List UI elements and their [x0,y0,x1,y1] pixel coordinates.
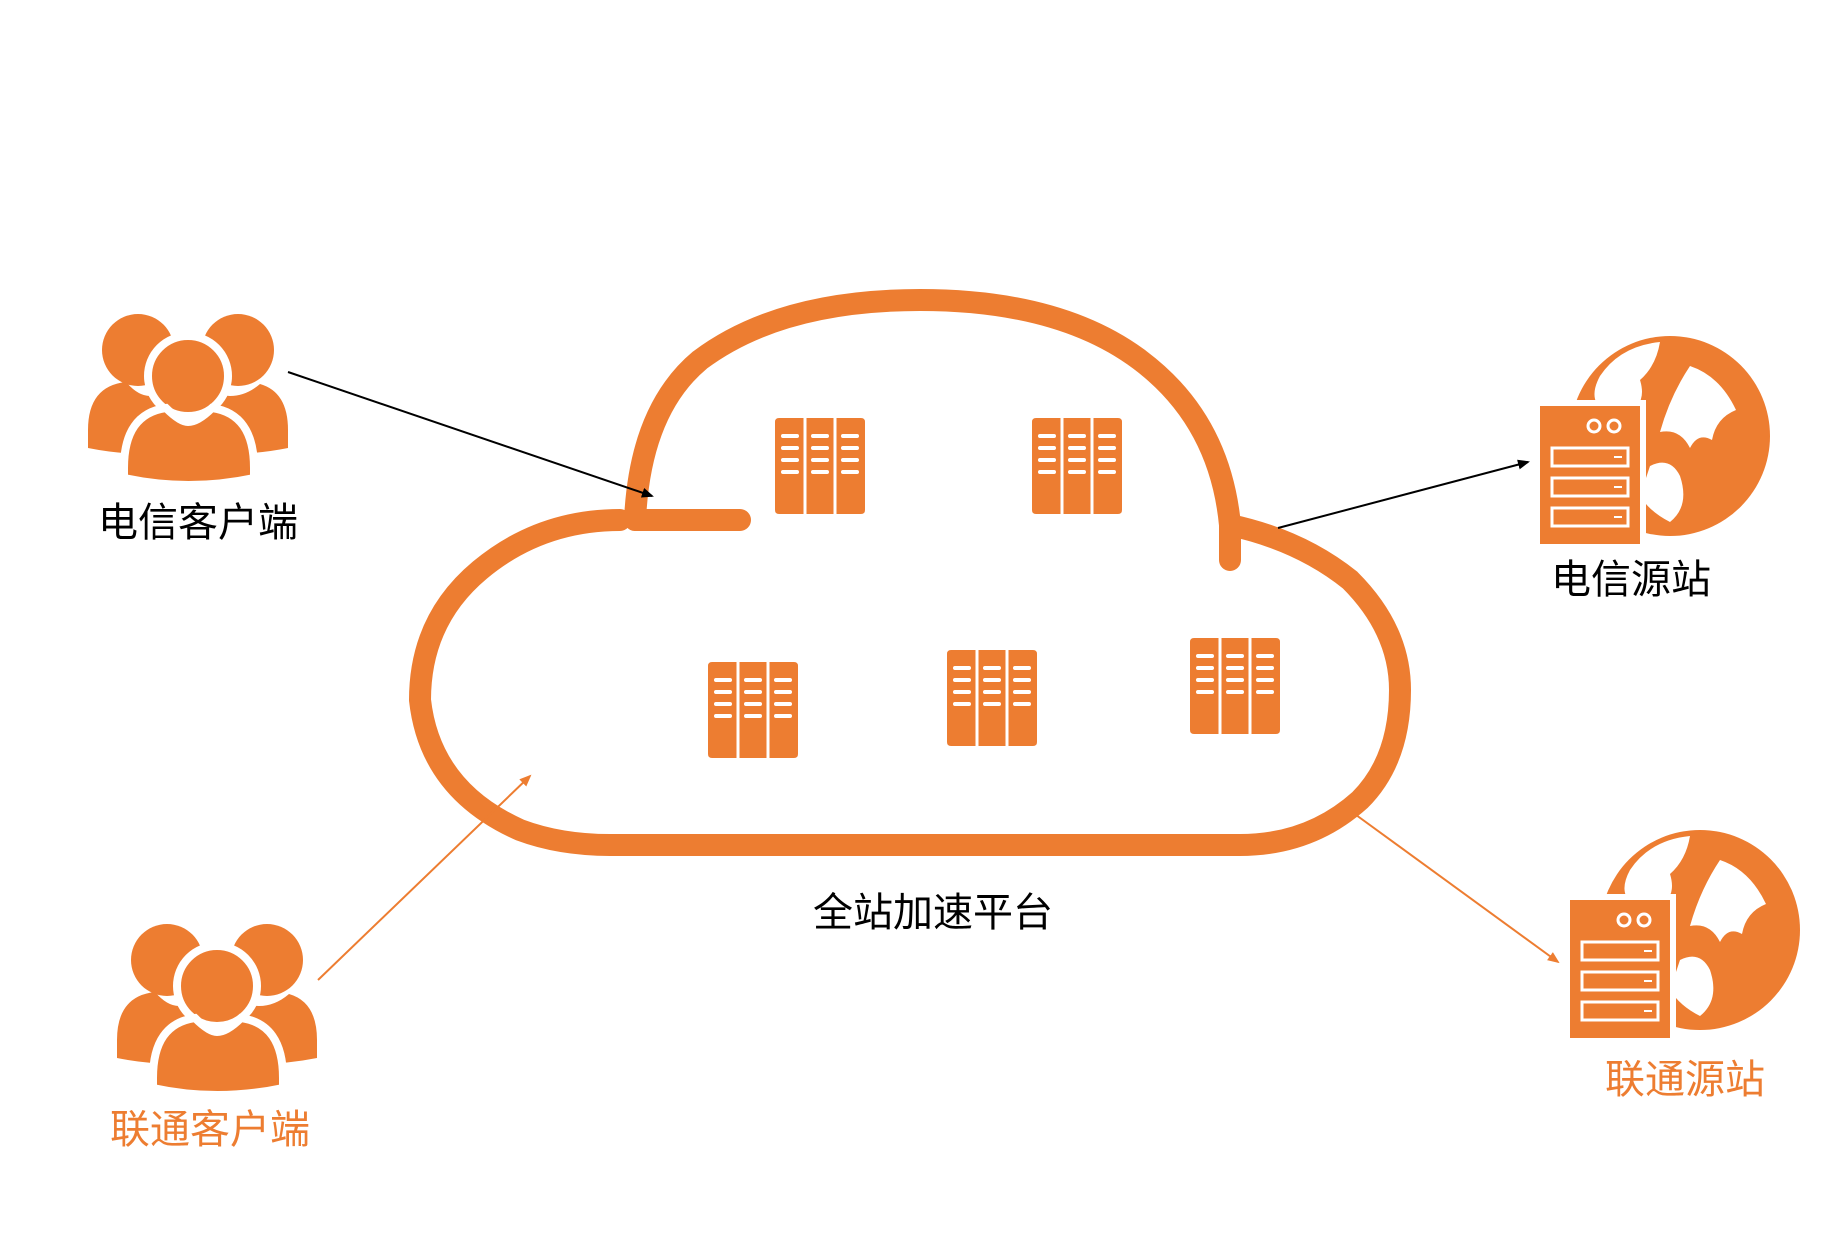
server-rack-icon [706,660,800,760]
unicom-client-icon [117,924,317,1095]
telecom-client-icon [88,314,288,485]
telecom-origin-label: 电信源站 [1551,557,1711,603]
arrow-telecom-client-to-platform [287,371,654,498]
arrow-platform-to-telecom-origin [1277,459,1530,529]
unicom-origin-label: 联通源站 [1605,1057,1765,1103]
platform-label: 全站加速平台 [813,890,1053,936]
unicom-client-label: 联通客户端 [110,1107,310,1153]
arrow-platform-to-unicom-origin [1351,811,1560,964]
telecom-client-label: 电信客户端 [98,500,298,546]
arrow-unicom-client-to-platform [317,774,532,981]
server-rack-icon [773,416,867,516]
telecom-origin-icon [1532,334,1772,552]
server-rack-icon [945,648,1039,748]
unicom-origin-icon [1562,828,1802,1046]
cloud-outline [409,289,1411,856]
server-rack-icon [1188,636,1282,736]
server-rack-icon [1030,416,1124,516]
